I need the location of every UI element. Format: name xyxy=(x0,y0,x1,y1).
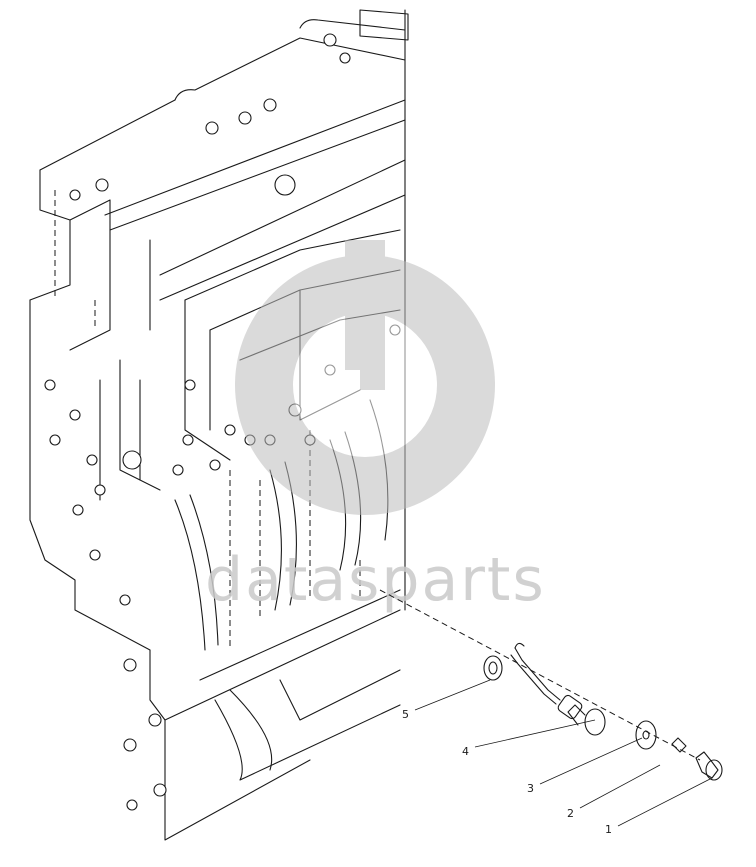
callout-3-leader xyxy=(539,737,643,785)
callout-4-leader xyxy=(474,719,596,748)
part-4-dipstick-tube xyxy=(510,642,583,720)
callout-3-label: 3 xyxy=(527,782,534,795)
part-1-plug xyxy=(671,737,723,781)
callout-5-leader xyxy=(414,679,491,711)
watermark-logo xyxy=(235,240,495,515)
callout-4-label: 4 xyxy=(462,745,469,758)
watermark-text: datasparts xyxy=(205,545,546,615)
callout-2-label: 2 xyxy=(567,807,574,820)
callout-5-label: 5 xyxy=(402,708,409,721)
part-5-gasket xyxy=(483,655,503,681)
callouts: 1 2 3 4 5 xyxy=(402,679,713,836)
part-2-washer xyxy=(635,720,657,750)
callout-1-label: 1 xyxy=(605,823,612,836)
callout-1-leader xyxy=(617,777,713,827)
part-3-cap xyxy=(567,704,606,736)
callout-2-leader xyxy=(579,764,661,809)
exploded-parts xyxy=(379,589,723,781)
